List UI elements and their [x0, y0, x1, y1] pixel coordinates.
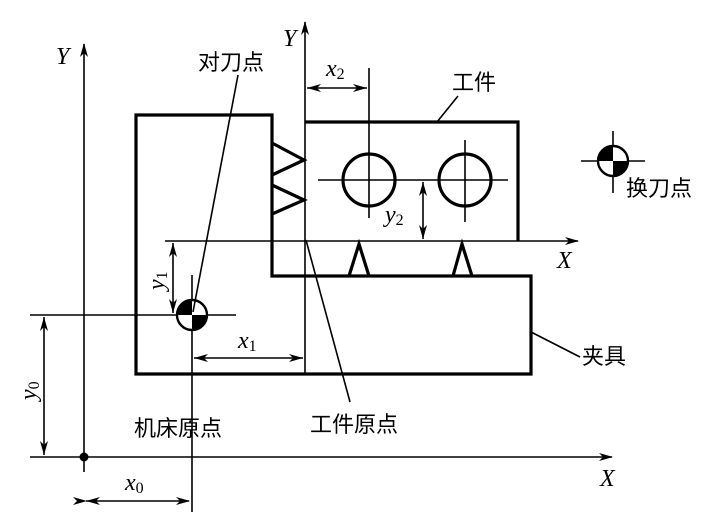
arrowhead: [194, 354, 208, 362]
workpiece-coordinate-system: Y X 工件原点: [165, 21, 579, 438]
fixture: 夹具: [134, 113, 626, 376]
workpiece-origin-label: 工件原点: [310, 413, 398, 438]
fixture-label: 夹具: [582, 345, 626, 370]
arrowhead: [40, 317, 48, 331]
hole-circle: [437, 152, 493, 208]
arrowhead: [419, 182, 427, 196]
symbol-quadrant: [177, 300, 192, 315]
work-y-axis-label: Y: [283, 26, 299, 52]
arrowhead: [40, 441, 48, 455]
workpiece-label: 工件: [452, 71, 496, 96]
y2-label: y2: [383, 202, 404, 229]
symbol-quadrant: [192, 315, 207, 330]
symbol-quadrant: [613, 161, 628, 176]
work-x-axis-label: X: [556, 248, 573, 274]
arrowhead: [307, 84, 321, 92]
machine-coordinate-system: Y X: [30, 43, 616, 492]
symbol-quadrant: [598, 146, 613, 161]
workpiece: 工件: [305, 68, 520, 241]
x1-label: x1: [237, 328, 257, 355]
support-locator: [451, 238, 474, 277]
dimensions: x0 y0 x1 y1 x2 y2: [16, 56, 427, 505]
v-locator: [271, 141, 308, 177]
tool-change-point: 换刀点: [581, 131, 692, 202]
arrowhead: [86, 497, 100, 505]
tool-change-point-label: 换刀点: [626, 177, 692, 202]
fixture-leader: [530, 331, 581, 358]
x0-label: x0: [124, 470, 144, 497]
y1-label: y1: [144, 271, 171, 292]
support-locator: [347, 238, 371, 277]
workpiece-leader: [436, 95, 459, 123]
machine-x-axis-label: X: [599, 466, 616, 492]
v-locator: [271, 183, 308, 216]
arrowhead: [169, 299, 177, 313]
tool-setting-point: 对刀点: [30, 51, 264, 512]
tool-setting-leader: [192, 74, 239, 313]
arrowhead: [419, 225, 427, 239]
workpiece-origin-leader: [305, 239, 351, 403]
arrowhead: [353, 84, 367, 92]
hole-circle: [341, 152, 397, 208]
workpiece-outline: [305, 120, 520, 241]
arrowhead: [169, 243, 177, 257]
tool-setting-point-label: 对刀点: [198, 51, 264, 76]
x2-label: x2: [325, 56, 345, 83]
y0-label: y0: [16, 381, 43, 402]
fixture-outline: [134, 113, 533, 376]
machine-y-axis-label: Y: [56, 44, 72, 70]
machine-origin-dot: [79, 452, 89, 462]
machine-origin-label: 机床原点: [134, 417, 222, 442]
arrowhead: [289, 354, 303, 362]
